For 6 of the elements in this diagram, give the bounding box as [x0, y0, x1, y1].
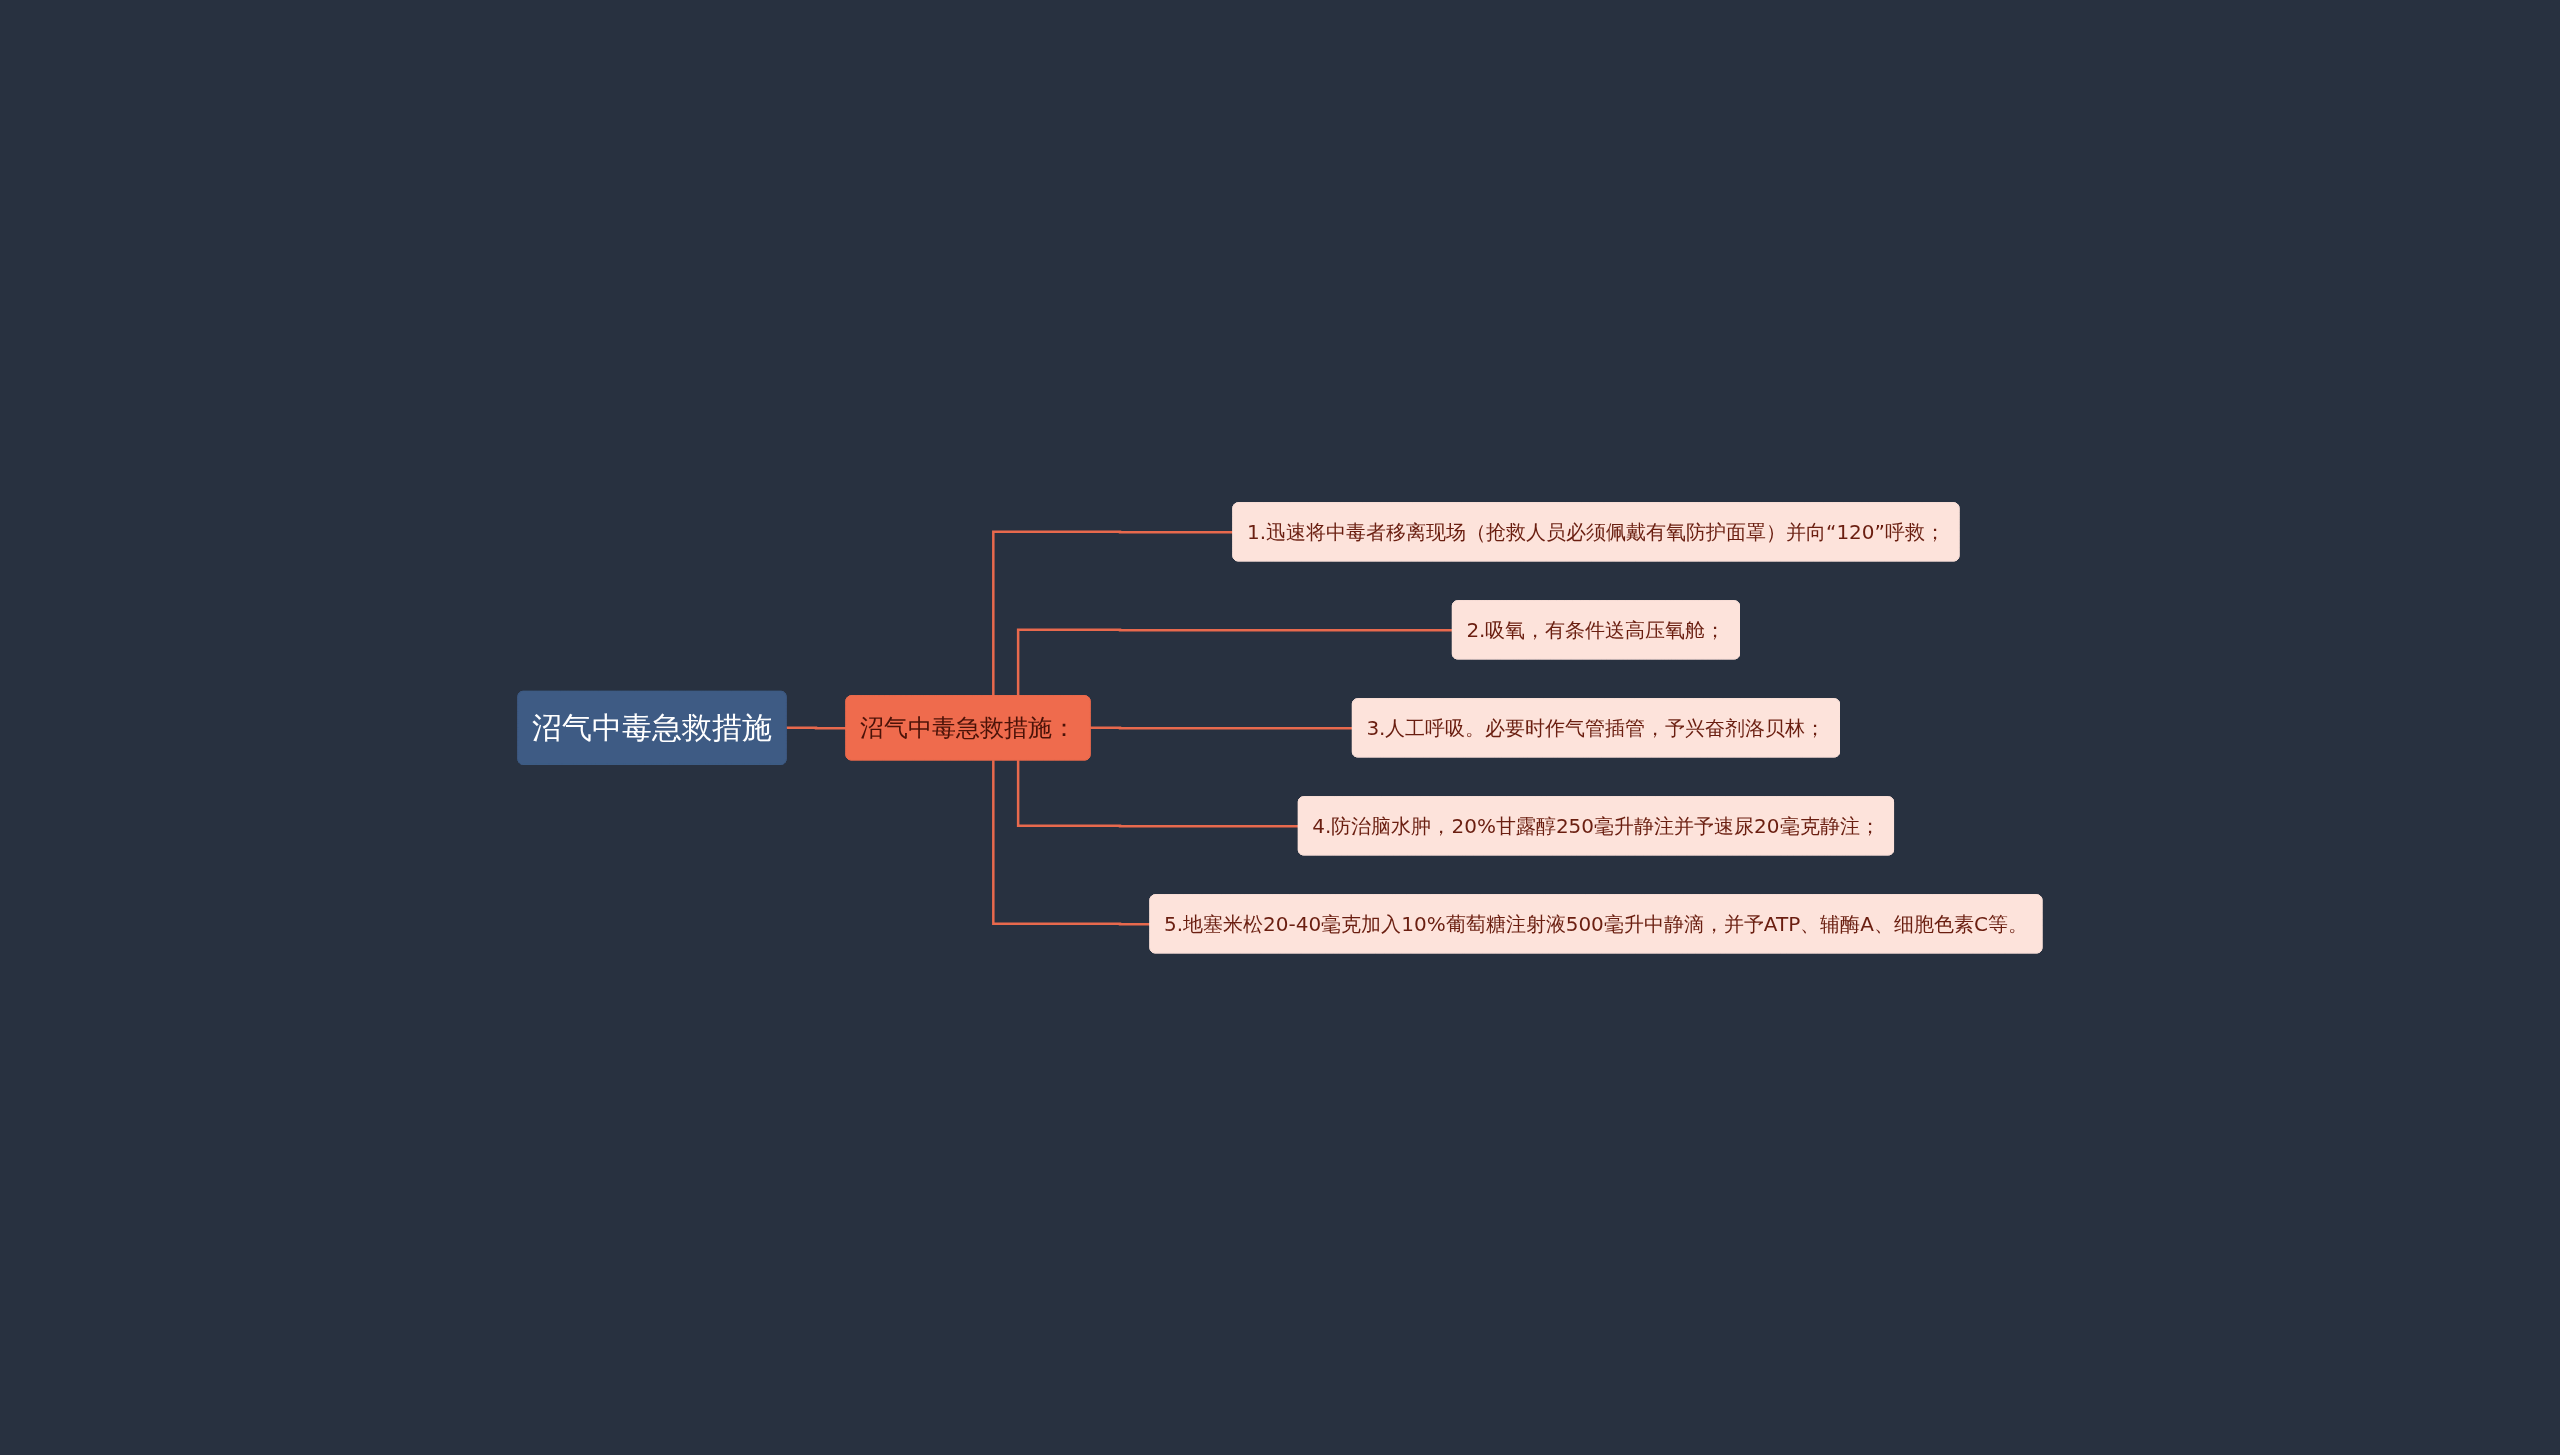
connector [785, 726, 847, 730]
connector [1016, 628, 1453, 696]
connector [992, 530, 1234, 696]
connector [1016, 760, 1299, 828]
connector [1089, 726, 1353, 730]
connector [992, 760, 1151, 926]
